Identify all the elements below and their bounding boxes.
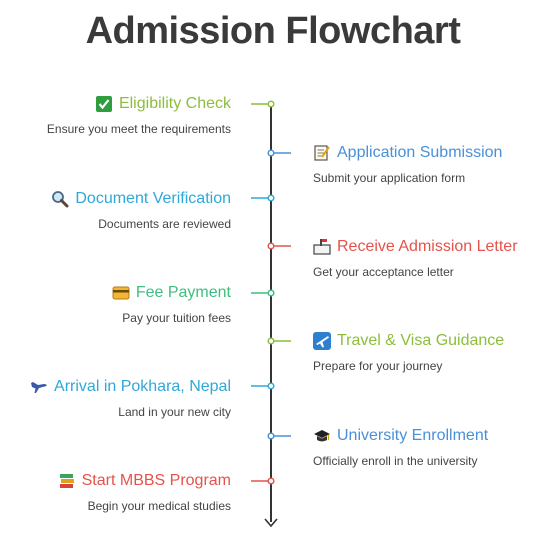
step-title-row: Fee Payment [112,283,231,303]
timeline-node [267,194,275,202]
step-travel-visa-guidance: Travel & Visa Guidance Prepare for your … [313,331,504,373]
step-title-row: Eligibility Check [47,94,231,114]
memo-icon [313,144,331,162]
step-fee-payment: Fee Payment Pay your tuition fees [112,283,231,325]
step-description: Submit your application form [313,171,466,185]
airplane-arrival-icon [30,378,48,396]
step-description: Ensure you meet the requirements [46,122,231,136]
step-description: Officially enroll in the university [313,454,478,468]
step-title-row: Start MBBS Program [58,471,231,491]
step-start-mbbs-program: Start MBBS Program Begin your medical st… [58,471,231,513]
step-description: Pay your tuition fees [122,311,231,325]
step-title: Fee Payment [135,284,231,301]
step-title-row: Receive Admission Letter [313,237,518,257]
step-title-row: Document Verification [51,189,231,209]
step-title: Start MBBS Program [81,472,231,489]
timeline-node [267,149,275,157]
page-title: Admission Flowchart [85,10,461,52]
timeline-arrow-head [264,518,278,528]
mailbox-icon [313,238,331,256]
step-title: Arrival in Pokhara, Nepal [54,378,231,395]
step-document-verification: Document Verification Documents are revi… [51,189,231,231]
step-application-submission: Application Submission Submit your appli… [313,143,502,185]
step-description: Prepare for your journey [313,359,443,373]
step-title-row: University Enrollment [313,426,488,446]
step-title-row: Application Submission [313,143,502,163]
timeline-node [267,100,275,108]
step-title: Receive Admission Letter [337,238,518,255]
step-title: Travel & Visa Guidance [337,332,505,349]
step-description: Begin your medical studies [87,499,231,513]
step-arrival-in-pokhara: Arrival in Pokhara, Nepal Land in your n… [30,377,231,419]
step-title-row: Travel & Visa Guidance [313,331,504,351]
timeline-node [267,432,275,440]
timeline-node [267,477,275,485]
step-university-enrollment: University Enrollment Officially enroll … [313,426,488,468]
step-description: Get your acceptance letter [313,265,454,279]
magnifier-icon [51,190,69,208]
books-icon [58,472,76,490]
step-title: University Enrollment [337,427,489,444]
timeline-node [267,242,275,250]
check-box-icon [95,95,113,113]
airplane-icon [313,332,331,350]
step-title: Document Verification [75,190,231,207]
step-title-row: Arrival in Pokhara, Nepal [30,377,231,397]
credit-card-icon [112,284,130,302]
timeline-node [267,289,275,297]
graduation-cap-icon [313,427,331,445]
step-eligibility-check: Eligibility Check Ensure you meet the re… [47,94,231,136]
step-receive-admission-letter: Receive Admission Letter Get your accept… [313,237,518,279]
step-title: Application Submission [337,144,503,161]
step-title: Eligibility Check [118,95,231,112]
timeline-node [267,382,275,390]
timeline-node [267,337,275,345]
step-description: Documents are reviewed [98,217,231,231]
step-description: Land in your new city [118,405,231,419]
